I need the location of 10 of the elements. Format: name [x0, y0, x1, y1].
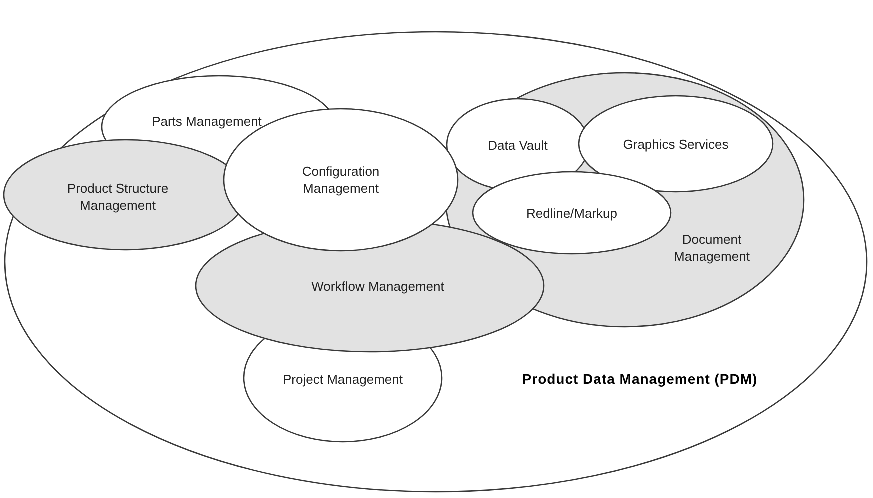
region-label: Graphics Services [623, 136, 729, 152]
region-label: Document Management [673, 231, 751, 265]
region-label: Data Vault [488, 136, 548, 154]
region-label: Parts Management [152, 112, 262, 130]
region-label: Product Structure Management [66, 180, 170, 214]
region-label: Project Management [283, 370, 403, 388]
region-label: Configuration Management [301, 163, 381, 197]
region-label: Product Data Management (PDM) [522, 370, 758, 388]
region-label: Redline/Markup [526, 204, 618, 222]
region-label: Workflow Management [312, 278, 444, 294]
